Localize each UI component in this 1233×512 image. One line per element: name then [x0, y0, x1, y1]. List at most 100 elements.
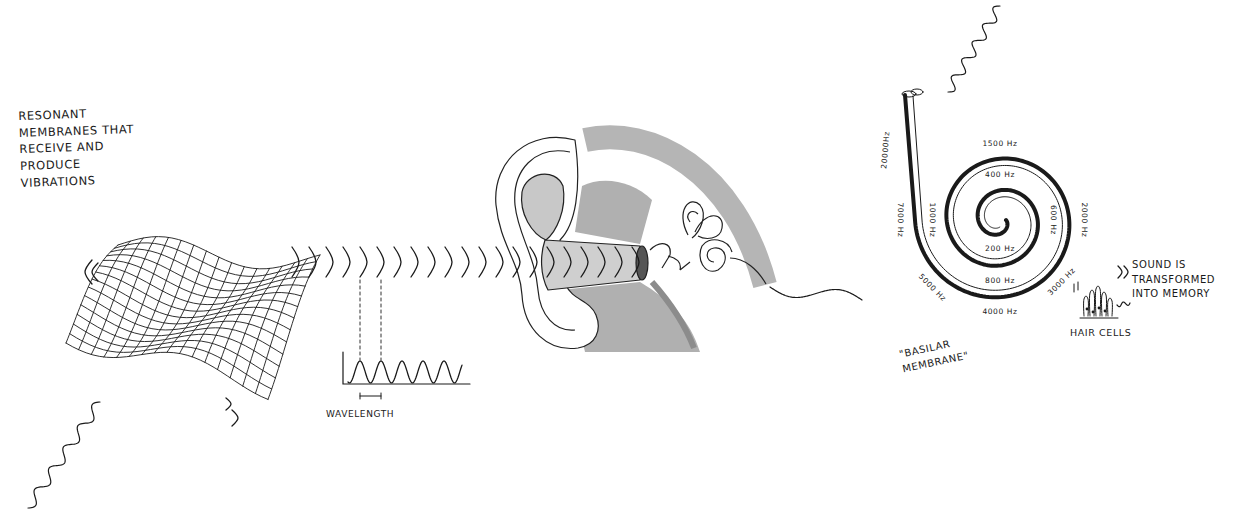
graph-axis — [343, 352, 470, 384]
vibration-mark — [85, 260, 92, 284]
wavelength-bracket — [381, 393, 382, 399]
sound-wave-arc — [462, 247, 469, 277]
frequency-label: 600 Hz — [1048, 205, 1056, 235]
frequency-label: 1000 Hz — [927, 202, 935, 237]
sound-wave-arc — [343, 247, 350, 277]
dimension-label: WAVELENGTH — [326, 408, 394, 421]
cochlea-tube-end — [902, 91, 916, 97]
frequency-label: 7000 Hz — [896, 202, 904, 237]
bone-upper — [575, 181, 652, 244]
hair-cell-dot — [1086, 308, 1089, 311]
vibration-squiggle — [948, 6, 1000, 92]
concha — [522, 174, 564, 240]
semicircular-canals — [683, 202, 722, 239]
hair-cell-tick — [1078, 282, 1079, 290]
membrane-mesh-line — [114, 243, 316, 276]
sound-wave-arc — [564, 247, 571, 277]
frequency-label: 1500 Hz — [982, 140, 1017, 148]
membrane-mesh-line — [73, 324, 275, 378]
vibration-mark — [232, 410, 238, 426]
vibration-squiggle — [28, 402, 100, 508]
wave-curve — [348, 361, 462, 383]
part-label: HAIR CELLS — [1070, 326, 1131, 340]
sound-wave-arc — [326, 247, 333, 277]
membrane-mesh-line — [66, 245, 118, 343]
membrane-mesh-line — [91, 238, 143, 354]
sound-wave-arc — [292, 247, 299, 277]
signal-mark — [1124, 266, 1128, 278]
eardrum — [636, 246, 648, 280]
sound-wave-arc — [360, 247, 367, 277]
wavelength-guide — [381, 280, 382, 360]
membrane-mesh-line — [111, 249, 313, 284]
membrane-mesh-line — [117, 237, 169, 357]
membrane-mesh-line — [70, 334, 272, 389]
eustachian-tube — [652, 282, 694, 348]
sound-wave-arc — [411, 247, 418, 277]
sound-wave-arc — [581, 247, 588, 277]
sound-wave-arc — [394, 247, 401, 277]
sound-wave-arc — [445, 247, 452, 277]
membrane-mesh-line — [92, 279, 294, 318]
frequency-label: 20000Hz — [880, 131, 891, 169]
basilar-membrane-spiral — [905, 95, 1069, 297]
hair-cell-dot — [1098, 307, 1101, 310]
frequency-label: 800 Hz — [985, 276, 1015, 284]
hair-cell-base — [1080, 318, 1118, 319]
membrane-mesh-line — [88, 287, 290, 330]
membrane-mesh-line — [66, 343, 268, 399]
part-label: "BASILAR MEMBRANE" — [898, 331, 984, 376]
sound-wave-arc — [615, 247, 622, 277]
generated-lines — [28, 6, 1130, 508]
membrane-mesh-line — [142, 245, 194, 354]
membrane-mesh-line — [96, 272, 298, 311]
ossicles — [650, 244, 690, 270]
vibration-mark — [92, 263, 98, 281]
sound-wave-arc — [377, 247, 384, 277]
frequency-label: 4000 Hz — [982, 308, 1017, 316]
frequency-label: 3000 Hz — [1047, 267, 1078, 298]
hair-cell — [1084, 296, 1089, 316]
wavelength-bracket — [360, 396, 381, 397]
annotation-text: RESONANT MEMBRANES THAT RECEIVE AND PROD… — [18, 104, 141, 191]
frequency-label: 2000 Hz — [1080, 202, 1088, 237]
hair-cell — [1108, 298, 1113, 316]
frequency-label: 400 Hz — [985, 171, 1015, 179]
hair-cell — [1089, 290, 1094, 316]
frequency-label: 5000 Hz — [917, 273, 948, 304]
membrane-mesh-line — [107, 255, 309, 291]
ear-canal — [542, 240, 640, 290]
frequency-label: 200 Hz — [985, 245, 1015, 253]
hair-cell-dot — [1104, 310, 1107, 313]
sound-wave-arc — [530, 247, 537, 277]
ear-illustration — [496, 137, 766, 352]
membrane-mesh-line — [129, 240, 181, 356]
hair-cell-squiggle — [1117, 302, 1130, 307]
membrane-mesh-line — [77, 314, 279, 366]
inner-cochlea — [700, 240, 732, 271]
sound-wave-arc — [479, 247, 486, 277]
cochlea-duct-line — [913, 96, 1062, 290]
sound-wave-arc — [309, 247, 316, 277]
vibration-mark — [226, 398, 231, 410]
sound-wave-arc — [547, 247, 554, 277]
signal-squiggle — [770, 287, 862, 300]
sound-wave-arc — [428, 247, 435, 277]
hair-cell — [1095, 286, 1100, 316]
sound-wave-arc — [598, 247, 605, 277]
membrane-mesh-line — [255, 259, 307, 394]
wavelength-guide — [360, 280, 361, 360]
hair-cell-dot — [1092, 311, 1095, 314]
nerve — [730, 258, 766, 284]
annotation-text: SOUND IS TRANSFORMED INTO MEMORY — [1132, 258, 1226, 302]
sound-wave-arc — [513, 247, 520, 277]
sound-wave-arc — [496, 247, 503, 277]
membrane-mesh-line — [85, 296, 287, 342]
membrane-mesh-line — [118, 237, 320, 269]
hair-cell — [1101, 292, 1106, 316]
sound-wave-arc — [632, 247, 639, 277]
hair-cell-tick — [1074, 284, 1075, 292]
